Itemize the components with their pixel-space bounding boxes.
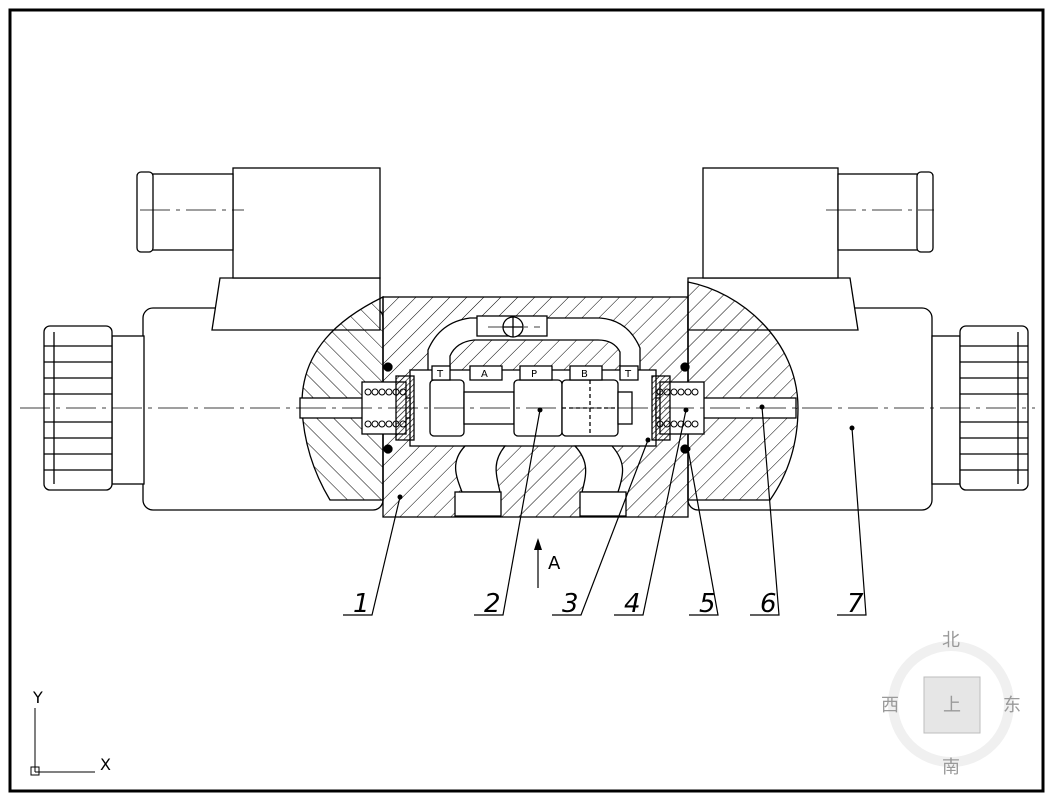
leader-line-3 — [552, 439, 649, 616]
port-b-box — [569, 365, 603, 381]
leader-dot-5 — [685, 446, 691, 452]
drawing-border — [8, 8, 1045, 793]
ucs-x-label: X — [100, 755, 111, 774]
part-numbers: 1 2 3 4 5 6 7 — [353, 589, 864, 619]
port-p-label: P — [531, 369, 537, 380]
port-a-box — [469, 365, 503, 381]
leader-line-5 — [687, 448, 719, 616]
leader-dot-3 — [645, 437, 651, 443]
leader-line-6 — [750, 406, 780, 616]
center-lines — [20, 209, 1035, 409]
port-t-right-box — [619, 365, 639, 381]
view-arrow: A — [534, 538, 561, 588]
viewcube-face[interactable] — [923, 676, 981, 734]
viewcube-north[interactable]: 北 — [942, 630, 960, 651]
part-leaders — [343, 404, 867, 616]
viewcube[interactable]: 上 北 南 东 西 — [881, 630, 1021, 778]
viewcube-east[interactable]: 东 — [1003, 695, 1021, 716]
port-p-box — [519, 365, 553, 381]
ucs-y-label: Y — [32, 688, 43, 707]
leader-line-7 — [837, 427, 867, 616]
leader-dot-1 — [397, 494, 403, 500]
viewcube-south[interactable]: 南 — [942, 757, 960, 778]
leader-dot-2 — [537, 407, 543, 413]
part-number-5: 5 — [699, 589, 716, 619]
part-number-4: 4 — [624, 589, 641, 619]
part-number-3: 3 — [562, 589, 579, 619]
spring-coils — [364, 388, 699, 428]
right-tube-section — [687, 281, 799, 501]
port-t-right-label: T — [624, 369, 632, 380]
part-number-7: 7 — [847, 589, 864, 619]
port-a-label: A — [481, 369, 488, 380]
leader-line-2 — [474, 409, 541, 616]
left-connector — [136, 167, 381, 331]
port-t-left-label: T — [436, 369, 444, 380]
ucs-icon — [30, 708, 95, 776]
leader-line-4 — [614, 409, 687, 616]
viewcube-compass-ring[interactable] — [888, 641, 1014, 767]
view-arrow-label: A — [548, 553, 561, 574]
leader-line-1 — [343, 496, 401, 616]
leader-dot-7 — [849, 425, 855, 431]
part-number-2: 2 — [484, 589, 501, 619]
port-b-label: B — [581, 369, 588, 380]
viewcube-face-label[interactable]: 上 — [943, 695, 961, 716]
port-t-left-box — [431, 365, 451, 381]
part-number-1: 1 — [353, 589, 370, 619]
leader-dot-4 — [683, 407, 689, 413]
valve-assembly — [43, 167, 1029, 518]
leader-dot-6 — [759, 404, 765, 410]
viewcube-west[interactable]: 西 — [881, 695, 899, 716]
part-number-6: 6 — [760, 589, 777, 619]
